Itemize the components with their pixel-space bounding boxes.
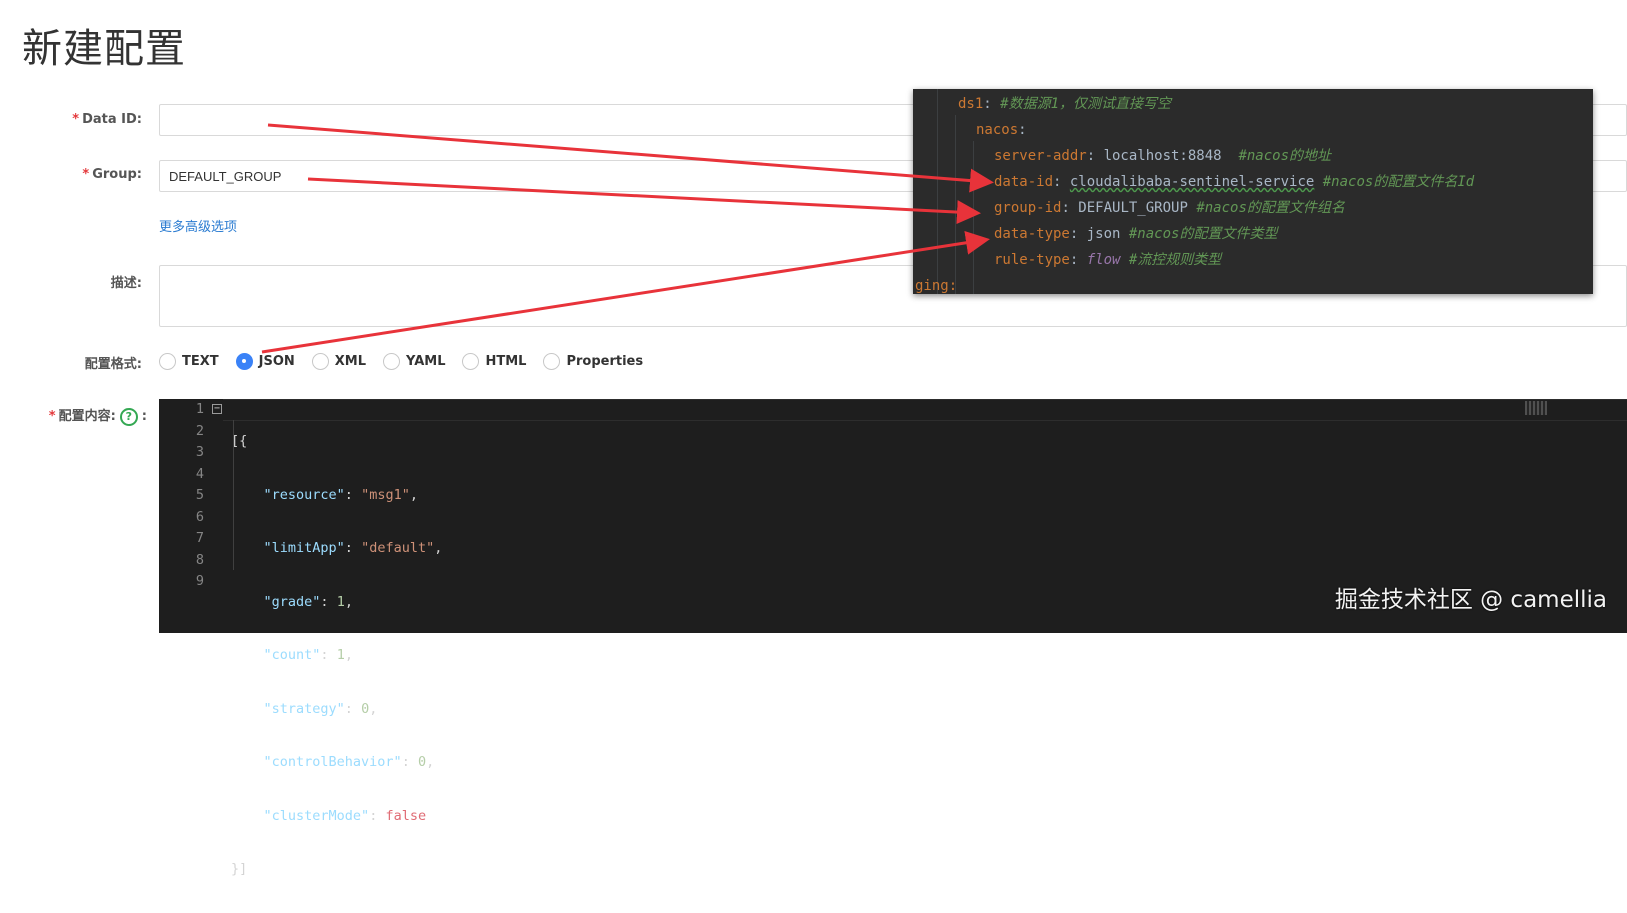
indent-guide: [233, 420, 234, 570]
code-line: "resource": "msg1",: [263, 486, 418, 503]
description-label: 描述:: [110, 276, 142, 291]
code-editor[interactable]: 1 2 3 4 5 6 7 8 9 − [{ "resource": "msg1…: [159, 399, 1627, 877]
line-number-gutter: 1 2 3 4 5 6 7 8 9: [159, 399, 219, 633]
radio-icon[interactable]: [159, 352, 176, 370]
format-radio-group: TEXT JSON XML YAML HTML Properties: [159, 350, 660, 372]
yaml-line-server-addr: server-addr: localhost:8848 #nacos的地址: [994, 148, 1332, 164]
yaml-line-cut: ging:: [915, 278, 958, 294]
yaml-line-nacos: nacos:: [976, 122, 1027, 138]
group-label: *Group:: [82, 167, 142, 182]
line-number: 9: [195, 573, 204, 589]
code-line: "limitApp": "default",: [263, 540, 443, 556]
fold-toggle-icon[interactable]: −: [212, 403, 222, 414]
code-line: "grade": 1,: [263, 593, 353, 610]
required-mark: *: [48, 409, 56, 424]
yaml-line-ds1: ds1: #数据源1，仅测试直接写空: [958, 96, 1172, 112]
format-option-html[interactable]: HTML: [462, 352, 526, 370]
yaml-line-data-id: data-id: cloudalibaba-sentinel-service #…: [994, 174, 1475, 190]
radio-icon[interactable]: [383, 352, 401, 370]
line-number: 4: [195, 465, 204, 482]
radio-icon[interactable]: [462, 352, 480, 370]
code-line: [{: [231, 433, 248, 449]
minimap[interactable]: [1525, 401, 1547, 415]
radio-checked-icon[interactable]: [235, 352, 253, 370]
watermark: 掘金技术社区 @ camellia: [1334, 587, 1607, 613]
content-label: *配置内容:?:: [48, 407, 147, 426]
yaml-config-overlay: ds1: #数据源1，仅测试直接写空 nacos: server-addr: l…: [913, 89, 1593, 294]
help-icon[interactable]: ?: [119, 407, 138, 426]
line-number: 8: [195, 551, 204, 568]
code-line: "clusterMode": false: [263, 807, 427, 824]
yaml-line-group-id: group-id: DEFAULT_GROUP #nacos的配置文件组名: [994, 200, 1345, 216]
indent-guide: [955, 115, 956, 294]
code-line: }]: [231, 861, 248, 877]
indent-guide: [937, 89, 938, 294]
code-line: "strategy": 0,: [263, 700, 378, 717]
current-line-highlight: [223, 399, 1627, 421]
radio-icon[interactable]: [543, 352, 561, 370]
format-option-text[interactable]: TEXT: [159, 352, 219, 370]
code-line: "count": 1,: [263, 647, 353, 663]
radio-icon[interactable]: [311, 352, 329, 370]
code-content: [{ "resource": "msg1", "limitApp": "defa…: [231, 399, 442, 913]
line-number: 7: [195, 530, 204, 546]
line-number: 1: [195, 401, 204, 417]
format-option-xml[interactable]: XML: [311, 352, 366, 370]
required-mark: *: [82, 167, 90, 182]
code-line: "controlBehavior": 0,: [263, 754, 435, 770]
advanced-options-link[interactable]: 更多高级选项: [159, 220, 238, 235]
format-option-properties[interactable]: Properties: [543, 352, 643, 370]
line-number: 5: [195, 487, 204, 503]
yaml-line-rule-type: rule-type: flow #流控规则类型: [994, 252, 1222, 268]
format-option-yaml[interactable]: YAML: [383, 352, 445, 370]
yaml-line-data-type: data-type: json #nacos的配置文件类型: [994, 226, 1278, 242]
format-label: 配置格式:: [84, 357, 142, 372]
page-title: 新建配置: [22, 26, 186, 72]
line-number: 2: [195, 422, 204, 439]
required-mark: *: [72, 112, 80, 127]
line-number: 6: [195, 508, 204, 525]
data-id-label: *Data ID:: [72, 112, 142, 127]
indent-guide: [973, 141, 974, 294]
format-option-json[interactable]: JSON: [235, 352, 295, 370]
line-number: 3: [195, 444, 204, 460]
